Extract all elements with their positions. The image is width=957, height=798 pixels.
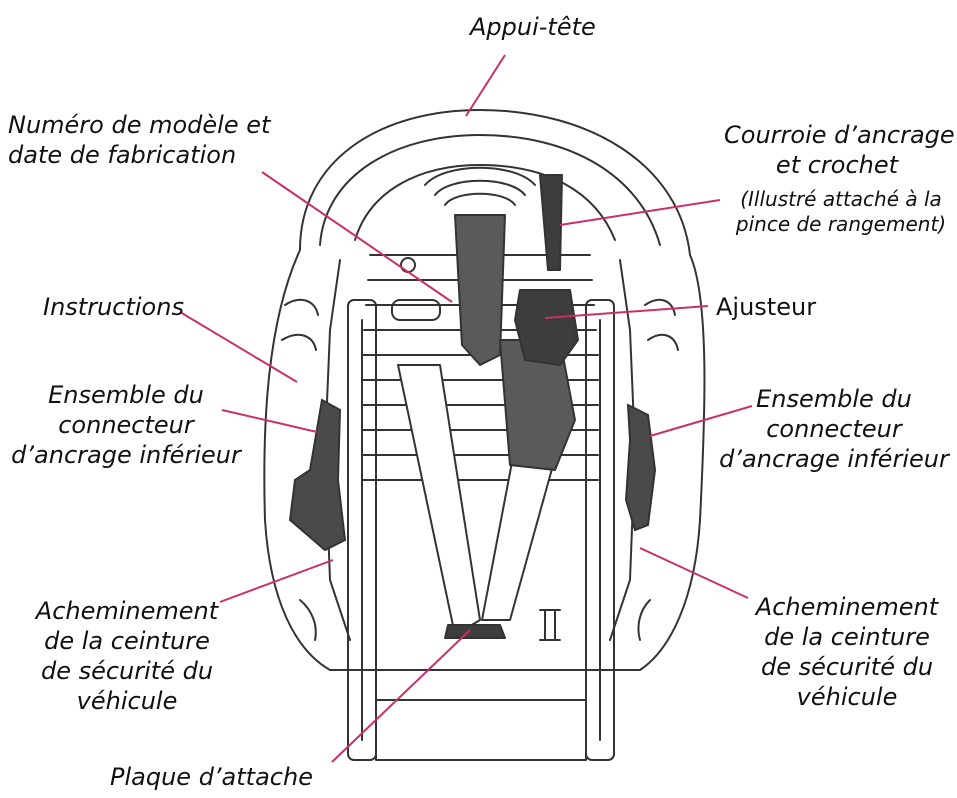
leader-model-number: [261, 171, 453, 303]
right-runner: [585, 299, 615, 761]
leader-belt-path-left: [219, 559, 334, 603]
label-headrest: Appui-tête: [470, 13, 596, 41]
leader-tether: [559, 199, 721, 226]
label-instructions: Instructions: [43, 293, 184, 321]
model-label-plate: [391, 299, 441, 321]
right-lower-anchor: [624, 403, 657, 532]
headrest-inner: [354, 164, 616, 241]
headrest-outline: [319, 134, 661, 246]
left-runner: [347, 299, 377, 761]
label-tether: Courroie d’ancrage et crochet: [724, 121, 955, 179]
label-tether-note: (Illustré attaché à la pince de rangemen…: [735, 187, 947, 236]
buckle-plate: [444, 624, 506, 639]
leader-lower-anchor-left: [221, 409, 318, 433]
harness-straps: [397, 174, 579, 639]
leader-lines: [179, 54, 753, 763]
adjuster: [514, 289, 579, 366]
label-adjuster: Ajusteur: [716, 293, 817, 321]
lower-anchor-connectors: [288, 398, 657, 552]
label-lower-anchor-right: Ensemble du connecteur d’ancrage inférie…: [719, 385, 949, 473]
seat-shell-outline: [263, 109, 706, 671]
tether-strap: [539, 174, 563, 271]
label-buckle-plate: Plaque d’attache: [110, 763, 313, 791]
label-lower-anchor-left: Ensemble du connecteur d’ancrage inférie…: [11, 381, 241, 469]
label-belt-path-right: Acheminement de la ceinture de sécurité …: [755, 593, 939, 711]
lap-strap-left: [397, 364, 481, 636]
leader-adjuster: [544, 305, 709, 319]
label-model-number: Numéro de modèle et date de fabrication: [8, 111, 271, 169]
leader-headrest: [465, 54, 506, 117]
leader-lower-anchor-right: [649, 405, 753, 437]
leader-buckle-plate: [331, 629, 471, 763]
shoulder-strap-left: [454, 214, 506, 366]
left-lower-anchor: [288, 398, 347, 552]
leader-belt-path-right: [639, 547, 749, 599]
leader-instructions: [179, 311, 298, 383]
label-belt-path-left: Acheminement de la ceinture de sécurité …: [35, 597, 219, 715]
